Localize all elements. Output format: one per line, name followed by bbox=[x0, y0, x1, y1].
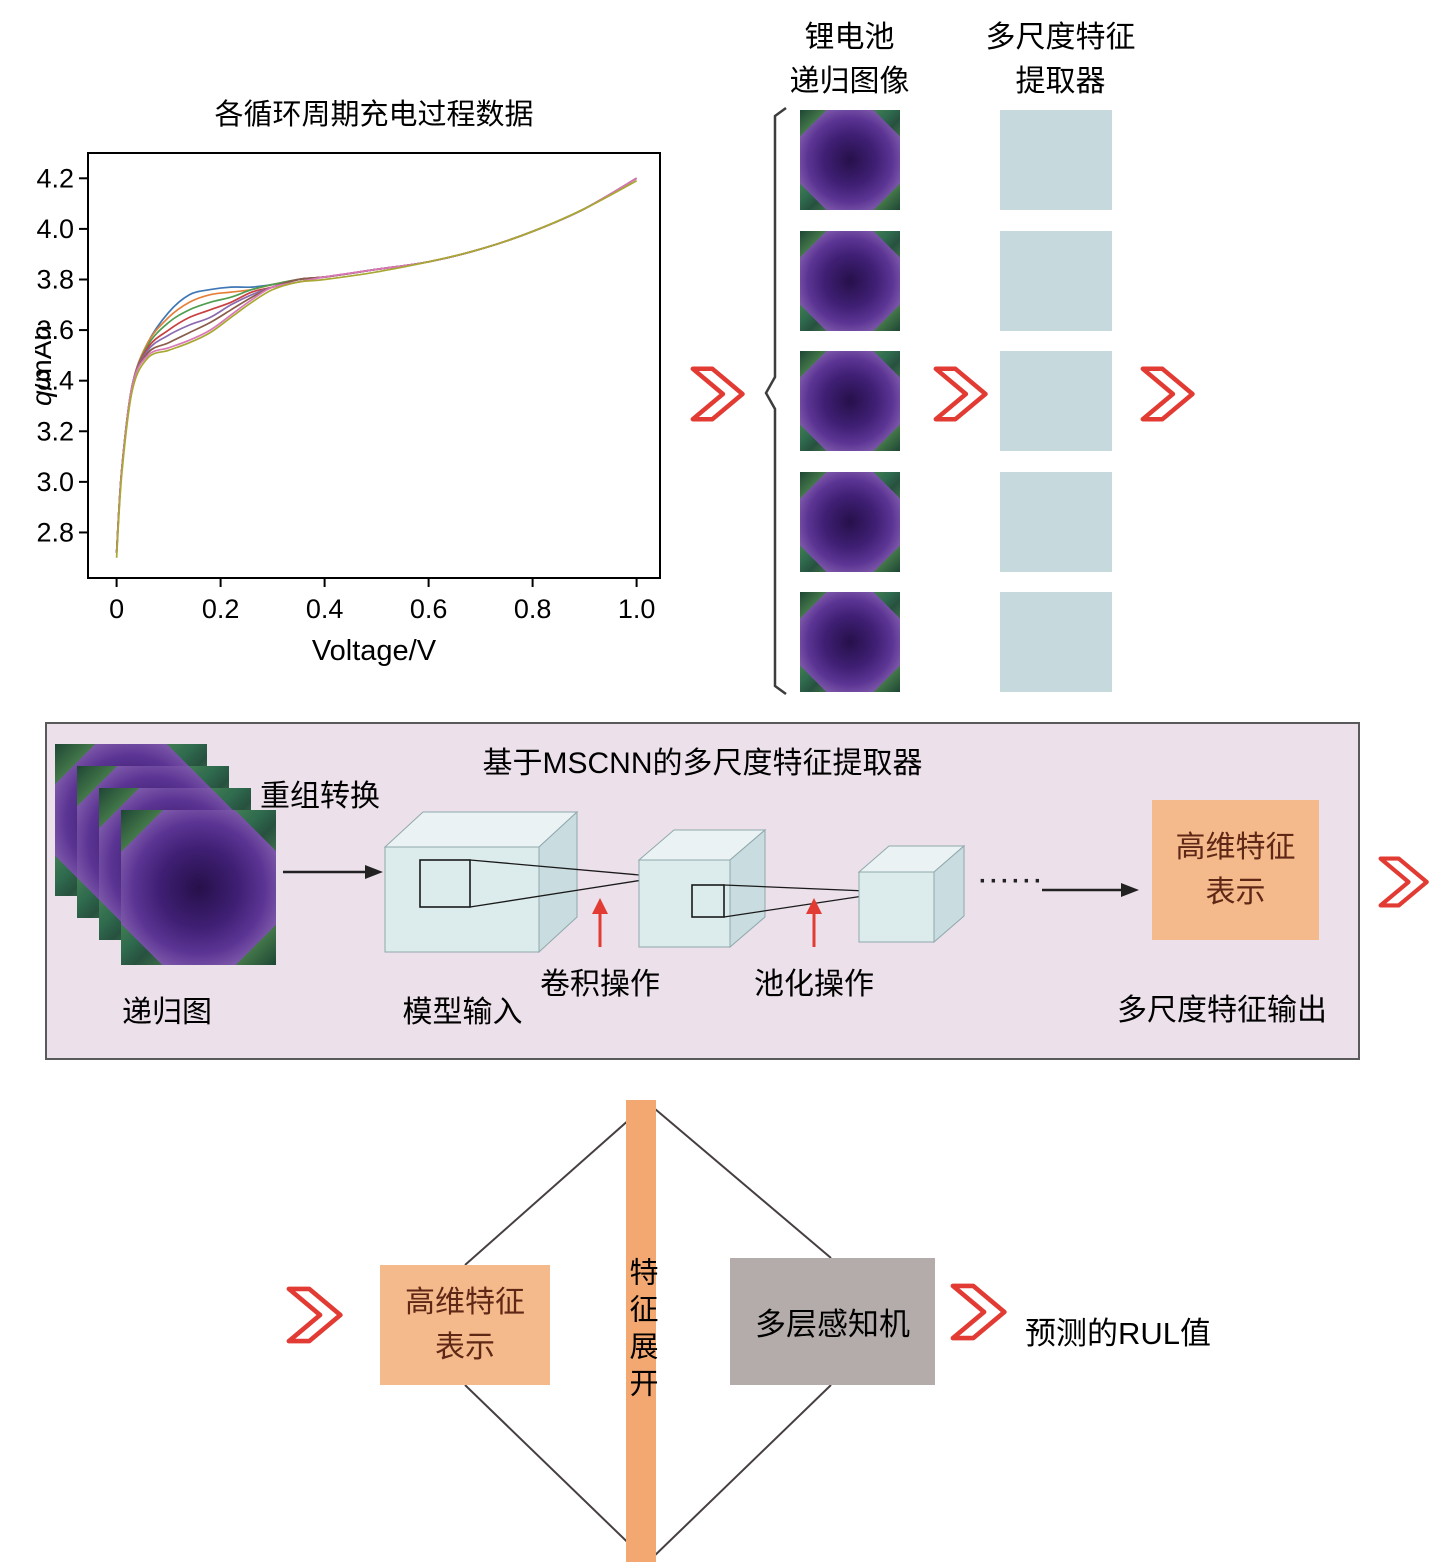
feature-representation-box: 高维特征 表示 bbox=[1152, 800, 1319, 940]
recurrence-plot-image bbox=[800, 351, 900, 451]
svg-text:4.2: 4.2 bbox=[36, 163, 74, 193]
svg-text:0.2: 0.2 bbox=[202, 594, 240, 624]
svg-text:2.8: 2.8 bbox=[36, 517, 74, 547]
recurrence-image-column bbox=[800, 110, 900, 692]
svg-text:0.4: 0.4 bbox=[306, 594, 344, 624]
recurrence-plot-image bbox=[800, 471, 900, 572]
arrow-right-icon bbox=[365, 865, 383, 879]
recurrence-plot-image bbox=[800, 110, 900, 210]
flow-chevron-icon bbox=[1140, 366, 1195, 422]
predicted-rul-text: 预测的RUL值 bbox=[1025, 1316, 1212, 1351]
mscnn-panel: 基于MSCNN的多尺度特征提取器 bbox=[45, 722, 1360, 1060]
recurrence-column-header: 锂电池 递归图像 bbox=[789, 21, 910, 98]
feature-extractor-block bbox=[1000, 230, 1112, 331]
mlp-box: 多层感知机 bbox=[730, 1258, 935, 1385]
recurrence-plot-image bbox=[121, 810, 276, 965]
svg-text:3.0: 3.0 bbox=[36, 467, 74, 497]
svg-text:3.6: 3.6 bbox=[36, 315, 74, 345]
feature-flatten-bar bbox=[626, 1100, 656, 1562]
mscnn-panel-title: 基于MSCNN的多尺度特征提取器 bbox=[482, 747, 923, 780]
flow-chevron-icon bbox=[950, 1283, 1007, 1341]
flatten-diamond-lines bbox=[464, 1102, 832, 1562]
svg-text:0.8: 0.8 bbox=[514, 594, 552, 624]
multiscale-output-label: 多尺度特征输出 bbox=[1117, 994, 1327, 1027]
recurrence-stack-label: 递归图 bbox=[122, 996, 212, 1029]
grouping-brace bbox=[764, 106, 787, 696]
svg-text:3.2: 3.2 bbox=[36, 416, 74, 446]
feature-extractor-block bbox=[1000, 351, 1112, 451]
convolution-label: 卷积操作 bbox=[540, 968, 660, 1001]
extractor-column bbox=[1000, 110, 1112, 692]
svg-text:0.6: 0.6 bbox=[410, 594, 448, 624]
svg-text:1.0: 1.0 bbox=[618, 594, 656, 624]
feature-extractor-block bbox=[1000, 110, 1112, 210]
charge-curves-chart: 各循环周期充电过程数据 0 0.2 0.4 0.6 0.8 1.0 2.8 3.0 3.2 3.4 3… bbox=[26, 88, 675, 668]
feature-extractor-block bbox=[1000, 592, 1112, 692]
svg-text:0: 0 bbox=[109, 594, 124, 624]
ellipsis-dots: ······ bbox=[979, 868, 1045, 895]
chart-svg: 各循环周期充电过程数据 0 0.2 0.4 0.6 0.8 1.0 2.8 3.0 3.2 3.4 3… bbox=[26, 98, 661, 667]
svg-text:4.0: 4.0 bbox=[36, 214, 74, 244]
svg-text:各循环周期充电过程数据: 各循环周期充电过程数据 bbox=[214, 98, 533, 131]
arrow-up-icon bbox=[592, 898, 608, 914]
svg-text:3.8: 3.8 bbox=[36, 264, 74, 294]
pooling-label: 池化操作 bbox=[754, 968, 874, 1001]
flow-chevron-icon bbox=[690, 366, 745, 422]
recurrence-plot-image bbox=[800, 230, 900, 331]
svg-text:q/mAh: q/mAh bbox=[35, 325, 57, 406]
flow-chevron-icon bbox=[286, 1286, 343, 1344]
svg-text:3.4: 3.4 bbox=[36, 366, 74, 396]
arrow-up-icon bbox=[806, 898, 822, 914]
recurrence-plot-image bbox=[800, 592, 900, 692]
model-input-label: 模型输入 bbox=[402, 996, 523, 1029]
arrow-right-icon bbox=[1121, 883, 1139, 897]
feature-extractor-block bbox=[1000, 471, 1112, 572]
extractor-column-header: 多尺度特征 提取器 bbox=[985, 21, 1136, 98]
transform-arrow-label: 重组转换 bbox=[260, 780, 380, 813]
flow-chevron-icon bbox=[1378, 856, 1429, 908]
flow-chevron-icon bbox=[933, 366, 988, 422]
mscnn-graphics bbox=[283, 810, 1139, 954]
feature-representation-box: 高维特征 表示 bbox=[380, 1265, 550, 1385]
feature-flatten-label: 特征展开 bbox=[625, 1257, 657, 1405]
svg-text:Voltage/V: Voltage/V bbox=[312, 635, 437, 667]
